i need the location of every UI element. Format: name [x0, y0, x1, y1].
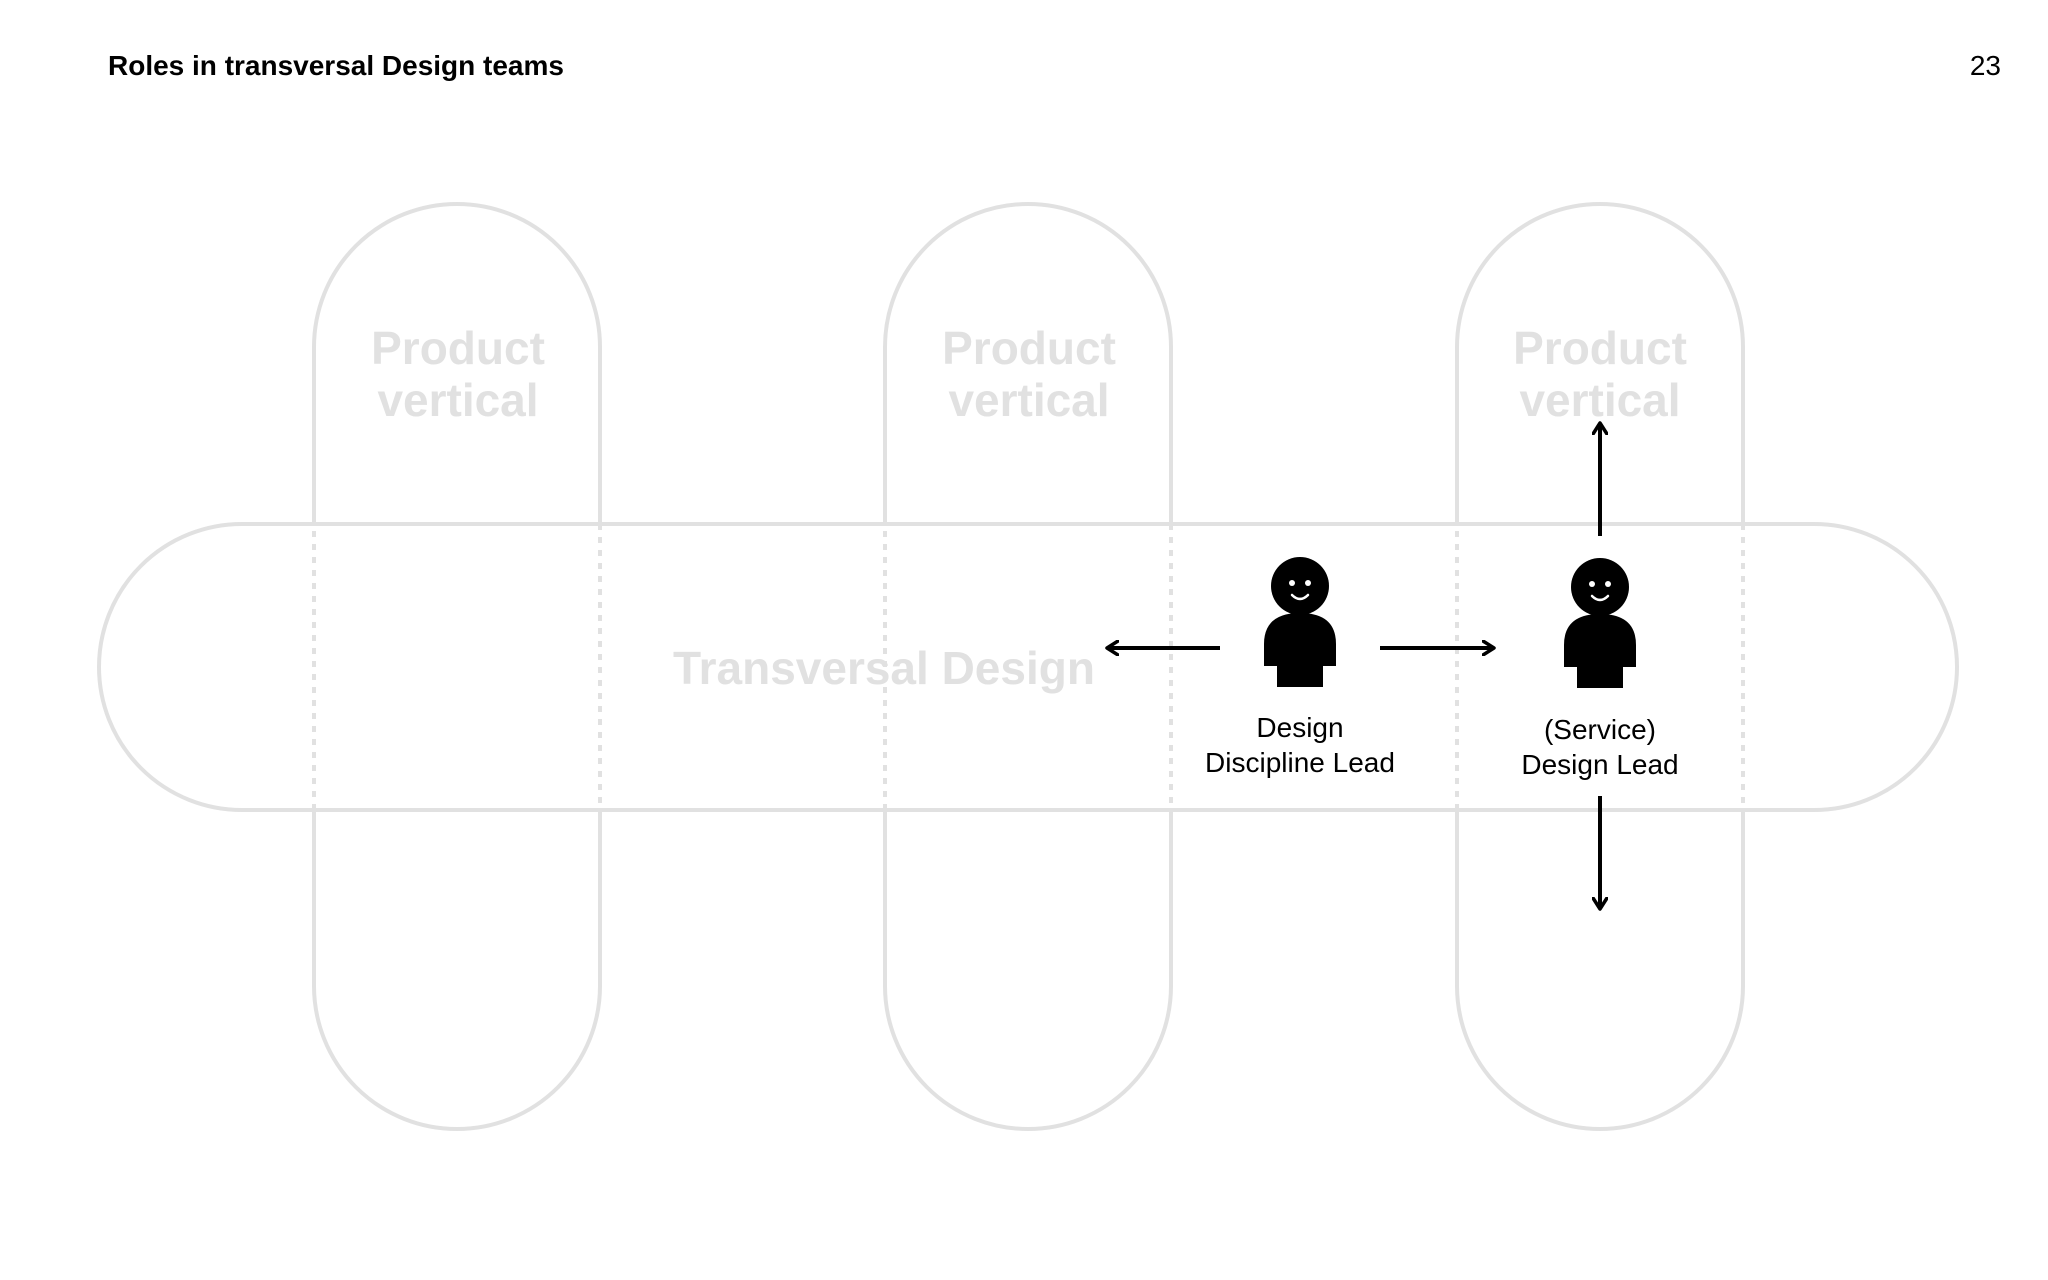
vertical-label-1b: vertical — [377, 374, 538, 426]
person-icon — [1564, 558, 1636, 688]
vertical-label-3b: vertical — [1519, 374, 1680, 426]
vertical-label-2b: vertical — [948, 374, 1109, 426]
vertical-label-2a: Product — [942, 322, 1116, 374]
intersection-1 — [312, 522, 602, 812]
page-number: 23 — [1969, 50, 2001, 81]
role-label-2a: (Service) — [1544, 714, 1656, 745]
person-icon — [1264, 557, 1336, 687]
role-label-1a: Design — [1256, 712, 1343, 743]
role-label-1b: Discipline Lead — [1205, 747, 1395, 778]
vertical-label-1a: Product — [371, 322, 545, 374]
vertical-label-3a: Product — [1513, 322, 1687, 374]
intersection-2 — [883, 522, 1173, 812]
horizontal-label: Transversal Design — [673, 642, 1095, 694]
role-label-2b: Design Lead — [1521, 749, 1678, 780]
slide-title: Roles in transversal Design teams — [108, 50, 564, 81]
